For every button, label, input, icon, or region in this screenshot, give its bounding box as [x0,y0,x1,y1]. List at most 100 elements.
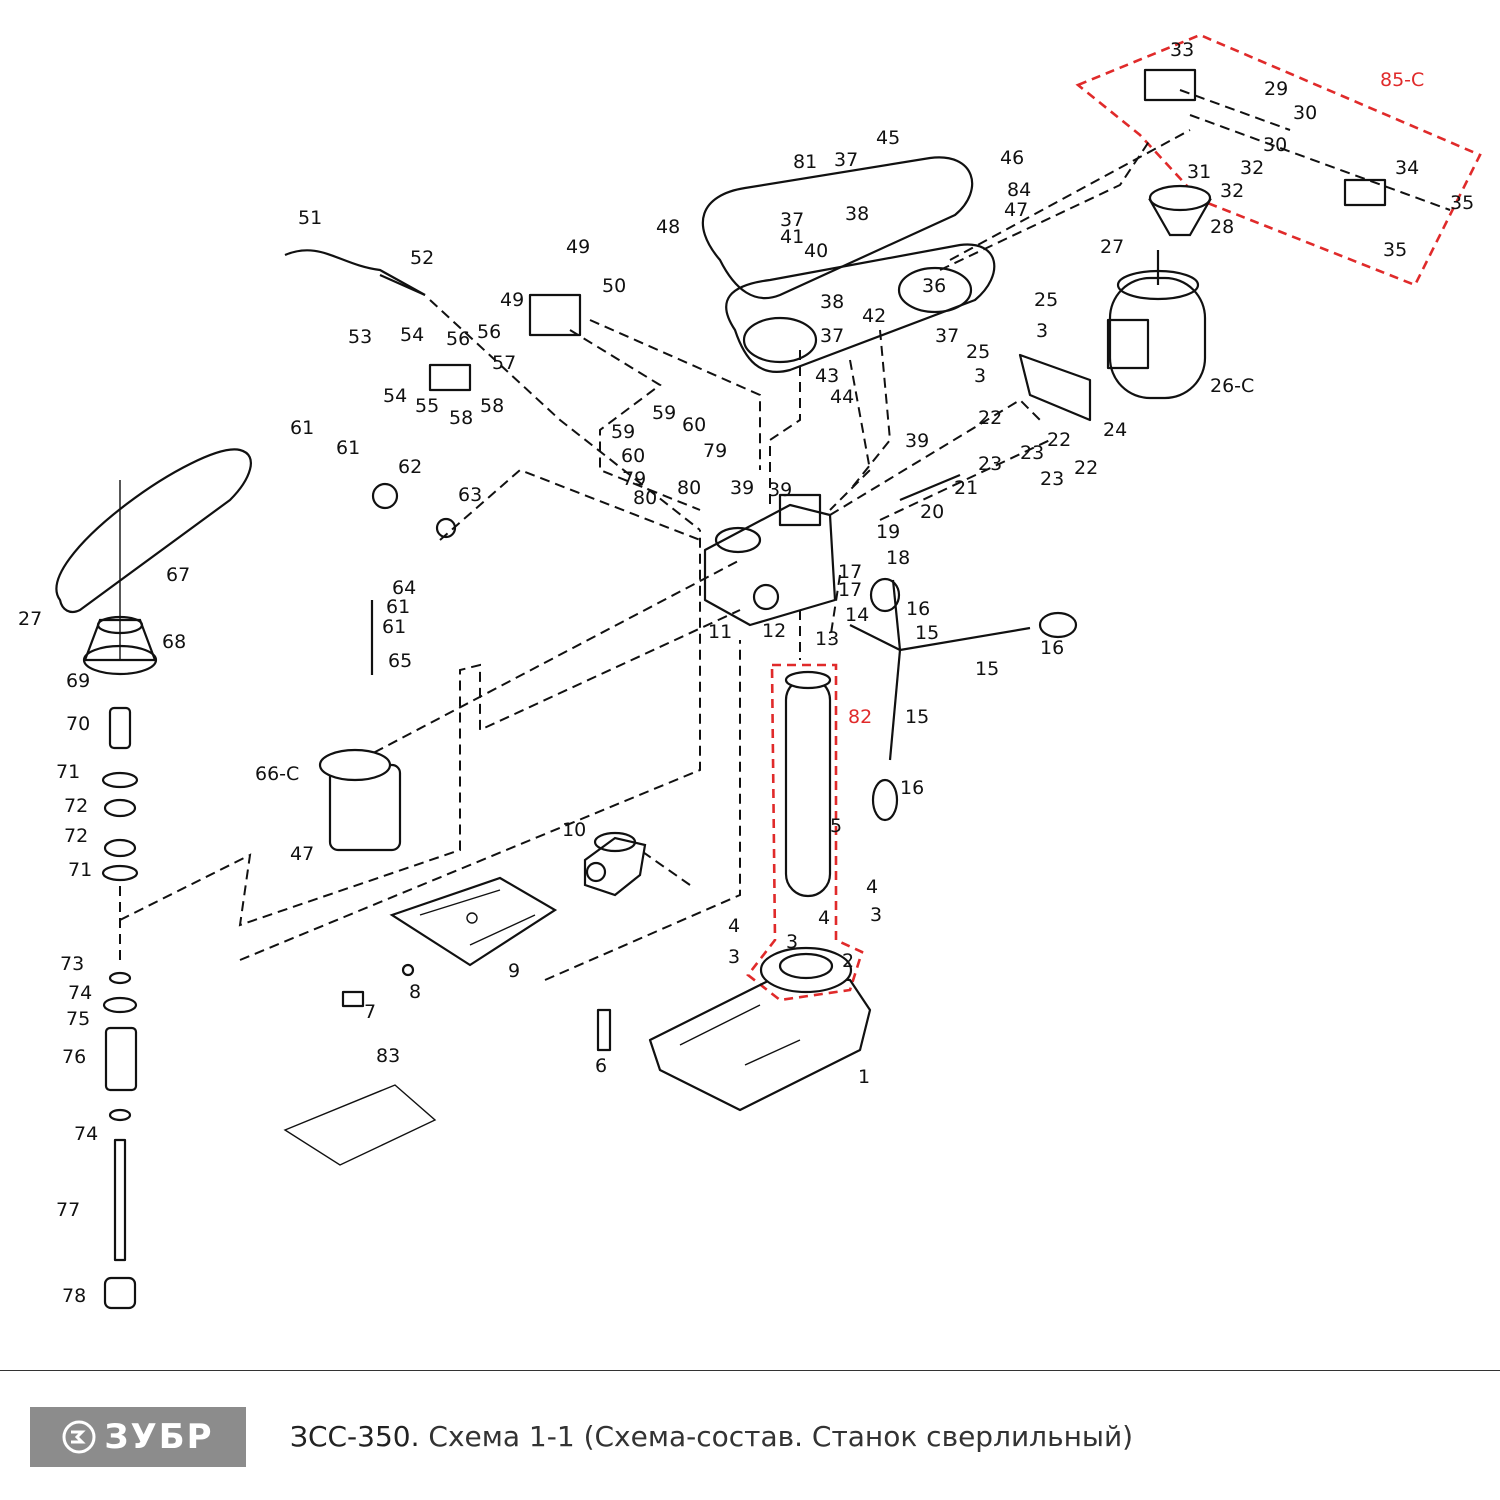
label-15c: 15 [905,706,929,728]
label-39a: 39 [730,477,754,499]
label-49b: 49 [500,289,524,311]
label-67: 67 [166,564,190,586]
label-23c: 23 [1040,468,1064,490]
label-18: 18 [886,547,910,569]
caption-model: ЗСС-350. [290,1420,420,1453]
label-60a: 60 [682,414,706,436]
label-51: 51 [298,207,322,229]
label-58b: 58 [480,395,504,417]
label-57: 57 [492,352,516,374]
label-40: 40 [804,240,828,262]
belt-cover-48 [701,156,996,373]
label-79a: 79 [703,440,727,462]
label-72b: 72 [64,825,88,847]
label-4c: 4 [866,876,878,898]
label-50: 50 [602,275,626,297]
label-37d: 37 [935,325,959,347]
diagram-caption: ЗСС-350. Схема 1-1 (Схема-состав. Станок… [290,1420,1133,1453]
label-61d: 61 [382,616,406,638]
label-55: 55 [415,395,439,417]
label-41: 41 [780,226,804,248]
label-9: 9 [508,960,520,982]
label-25b: 25 [966,341,990,363]
spindle-stack [101,706,139,1310]
label-27b: 27 [18,608,42,630]
label-61b: 61 [336,437,360,459]
motor-plate-24 [1018,353,1092,422]
label-5: 5 [830,815,842,837]
label-28: 28 [1210,216,1234,238]
label-31: 31 [1187,161,1211,183]
label-27a: 27 [1100,236,1124,258]
label-66c: 66-C [255,763,299,785]
label-19: 19 [876,521,900,543]
label-47b: 47 [290,843,314,865]
label-16c: 16 [900,777,924,799]
label-53: 53 [348,326,372,348]
label-46: 46 [1000,147,1024,169]
label-39b: 39 [768,479,792,501]
label-85c: 85-C [1380,69,1424,91]
label-16b: 16 [1040,637,1064,659]
label-48: 48 [656,216,680,238]
label-17a: 17 [838,561,862,583]
label-60b: 60 [621,445,645,467]
footer-divider [0,1370,1500,1371]
label-23b: 23 [1020,442,1044,464]
label-71a: 71 [56,761,80,783]
label-3c: 3 [870,904,882,926]
v-belt-67 [55,448,252,614]
label-24: 24 [1103,419,1127,441]
label-22b: 22 [1047,429,1071,451]
label-8: 8 [409,981,421,1003]
motor-pulley-28 [1148,184,1212,237]
label-10: 10 [562,819,586,841]
label-35b: 35 [1383,239,1407,261]
brand-logo-text: ЗУБР [104,1417,214,1457]
label-20: 20 [920,501,944,523]
label-15a: 15 [915,622,939,644]
label-63: 63 [458,484,482,506]
label-80a: 80 [677,477,701,499]
label-3d: 3 [1036,320,1048,342]
label-47a: 47 [1004,199,1028,221]
label-64: 64 [392,577,416,599]
label-7: 7 [364,1001,376,1023]
label-61c: 61 [386,596,410,618]
part-labels: 1 2 3 3 3 3 3 4 4 4 5 6 7 8 9 10 11 12 1… [18,39,1474,1307]
label-22a: 22 [978,407,1002,429]
label-71b: 71 [68,859,92,881]
label-37b: 37 [780,209,804,231]
head-casting-11 [703,493,837,627]
label-35a: 35 [1450,192,1474,214]
label-6: 6 [595,1055,607,1077]
label-38a: 38 [845,203,869,225]
table-9 [389,876,558,967]
label-52: 52 [410,247,434,269]
label-79b: 79 [622,468,646,490]
label-56b: 56 [477,321,501,343]
label-3e: 3 [974,365,986,387]
label-76: 76 [62,1046,86,1068]
label-84: 84 [1007,179,1031,201]
label-81: 81 [793,151,817,173]
label-54a: 54 [400,324,424,346]
label-29: 29 [1264,78,1288,100]
assembly-labels: 82 85-C [848,69,1424,728]
label-26c: 26-C [1210,375,1254,397]
brand-logo: ЗУБР [30,1407,246,1467]
label-30a: 30 [1293,102,1317,124]
zubr-logo-icon [62,1420,96,1454]
column-5 [784,670,832,898]
label-15b: 15 [975,658,999,680]
label-56a: 56 [446,328,470,350]
label-32a: 32 [1240,157,1264,179]
label-43: 43 [815,365,839,387]
label-2: 2 [842,950,854,972]
label-82: 82 [848,706,872,728]
label-74b: 74 [74,1123,98,1145]
label-36: 36 [922,275,946,297]
label-54b: 54 [383,385,407,407]
quill-housing-66c [318,748,402,852]
label-30b: 30 [1263,134,1287,156]
